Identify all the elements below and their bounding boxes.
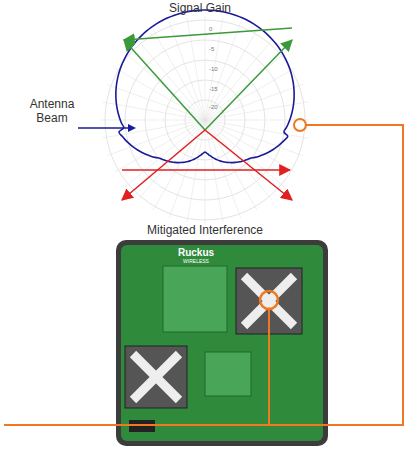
gain-arrow xyxy=(205,40,292,130)
tick-number: -5 xyxy=(209,46,214,53)
beam-leader xyxy=(78,127,134,128)
antenna-beam xyxy=(116,10,294,163)
callout-line xyxy=(268,309,270,425)
beam-label: Antenna Beam xyxy=(22,98,82,126)
module-board xyxy=(163,266,227,332)
brand-text: WIRELESS xyxy=(183,259,209,265)
gain-arrow xyxy=(124,28,292,40)
tick-number: -10 xyxy=(209,66,218,73)
tick-number: -15 xyxy=(209,86,218,93)
callout-circle xyxy=(260,291,278,309)
antenna-element xyxy=(125,346,187,408)
brand-logo: Ruckus xyxy=(178,247,214,259)
heading-label: Signal Gain xyxy=(169,2,231,16)
heading-label: Mitigated Interference xyxy=(147,224,263,238)
circuit-board xyxy=(121,245,323,441)
tick-number: 0 xyxy=(209,26,212,33)
interference-arrow xyxy=(122,169,290,171)
callout-circle xyxy=(294,119,306,131)
tick-number: -20 xyxy=(209,104,218,111)
callout-line xyxy=(4,125,403,425)
beam-arrowhead xyxy=(128,124,136,132)
interference-arrow xyxy=(122,130,205,200)
gain-arrow xyxy=(124,40,205,130)
device-frame xyxy=(116,240,328,446)
interference-arrow xyxy=(205,130,292,200)
module-board xyxy=(205,352,251,396)
